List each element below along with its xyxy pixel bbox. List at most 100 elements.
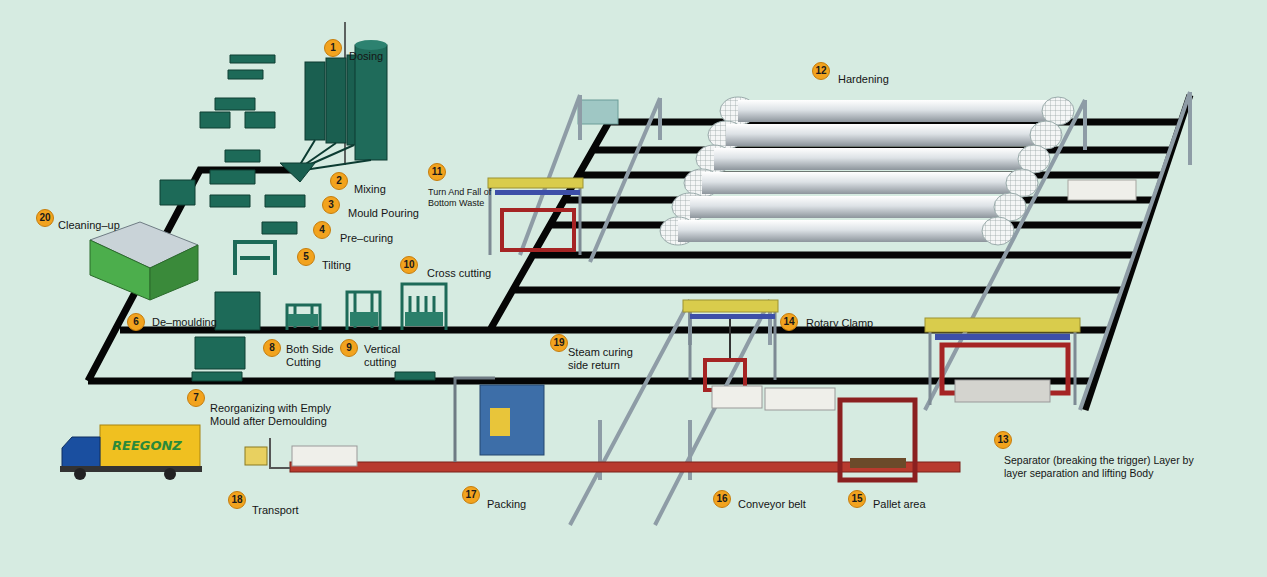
step-callout: 19Steam curing side return [550,334,568,352]
step-label: Pallet area [873,498,953,511]
tilting-frame [235,242,275,275]
callout-number: 4 [314,222,330,238]
cleaning-machine-side [150,245,198,300]
step-label: Dosing [349,50,419,63]
step-label: Transport [252,504,332,517]
step-label: Cleaning–up [58,219,148,232]
cross-cutter [402,284,446,330]
callout-number: 11 [429,164,445,180]
step-callout: 18Transport [228,491,246,509]
step-callout: 7Reorganizing with Emply Mould after Dem… [187,389,205,407]
packing-machine [480,385,544,455]
cake-mould [405,312,443,326]
step-label: Separator (breaking the trigger) Layer b… [1004,454,1204,479]
side-cutter [287,305,320,330]
truck-wheel [164,468,176,480]
step-callout: 3Mould Pouring [322,196,340,214]
step-callout: 15Pallet area [848,490,866,508]
autoclave-cylinder [690,196,1010,218]
gantry-beam [925,318,1080,332]
step-callout: 17Packing [462,486,480,504]
step-label: Pre–curing [340,232,430,245]
step-callout: 2Mixing [330,172,348,190]
callout-number: 13 [995,432,1011,448]
step-callout: 1Dosing [324,39,342,57]
autoclave-cylinder [714,148,1034,170]
callout-number: 5 [298,249,314,265]
gantry-legs [690,312,775,380]
autoclave-cylinder [738,100,1058,122]
callout-number: 12 [813,63,829,79]
truck-logo: REEGONZ [112,438,182,453]
truck-wheel [74,468,86,480]
callout-number: 8 [264,340,280,356]
step-label: Both Side Cutting [286,343,344,369]
step-label: De–moulding [152,316,252,329]
callout-number: 1 [325,40,341,56]
step-label: Mixing [354,183,424,196]
packing-panel [490,408,510,436]
step-label: Tilting [322,259,392,272]
step-callout: 20Cleaning–up [36,209,54,227]
step-callout: 8Both Side Cutting [263,339,281,357]
autoclave-cylinder [726,124,1046,146]
step-label: Hardening [838,73,928,86]
step-label: Cross cutting [427,267,517,280]
callout-number: 14 [781,314,797,330]
step-label: Mould Pouring [348,207,458,220]
gantry-beam [488,178,583,188]
callout-number: 2 [331,173,347,189]
silo [326,58,346,143]
block-stack [1068,180,1136,200]
block-stack [955,380,1050,402]
block-stack [712,386,762,408]
autoclave-cylinder [702,172,1022,194]
gantry-legs [490,188,580,255]
callout-number: 7 [188,390,204,406]
step-label: Rotary Clamp [806,317,896,330]
step-callout: 14Rotary Clamp [780,313,798,331]
vertical-cutter [347,292,380,330]
step-label: Conveyor belt [738,498,828,511]
step-label: Packing [487,498,557,511]
callout-number: 3 [323,197,339,213]
clamp-rod [729,319,731,360]
callout-number: 6 [128,314,144,330]
cleaning-machine-front [90,240,150,300]
truck-box [100,425,200,467]
step-callout: 10Cross cutting [400,256,418,274]
step-callout: 6De–moulding [127,313,145,331]
autoclave-cylinder [678,220,998,242]
step-callout: 4Pre–curing [313,221,331,239]
step-label: Reorganizing with Emply Mould after Demo… [210,402,345,428]
callout-number: 9 [341,340,357,356]
step-label: Vertical cutting [364,343,420,369]
step-callout: 16Conveyor belt [713,490,731,508]
pallet [850,458,906,468]
gantry-legs [930,330,1075,405]
silo-top [355,40,387,50]
truck-cab [62,437,100,467]
block-stack [765,388,835,410]
turn-frame [502,210,574,250]
callout-number: 15 [849,491,865,507]
gantry-beam [683,300,778,312]
silo [305,62,325,140]
cake-mould [350,312,378,326]
step-callout: 12Hardening [812,62,830,80]
callout-number: 18 [229,492,245,508]
mixer-funnel [280,163,315,182]
gantry-beam [495,190,580,195]
step-callout: 5Tilting [297,248,315,266]
callout-number: 19 [551,335,567,351]
step-callout: 13Separator (breaking the trigger) Layer… [994,431,1012,449]
callout-number: 16 [714,491,730,507]
forklift [245,447,267,465]
silo [355,45,387,160]
step-label: Turn And Fall of Bottom Waste [428,187,512,209]
step-callout: 9Vertical cutting [340,339,358,357]
forklift-mast [270,438,290,468]
gantry-beam [690,314,775,319]
